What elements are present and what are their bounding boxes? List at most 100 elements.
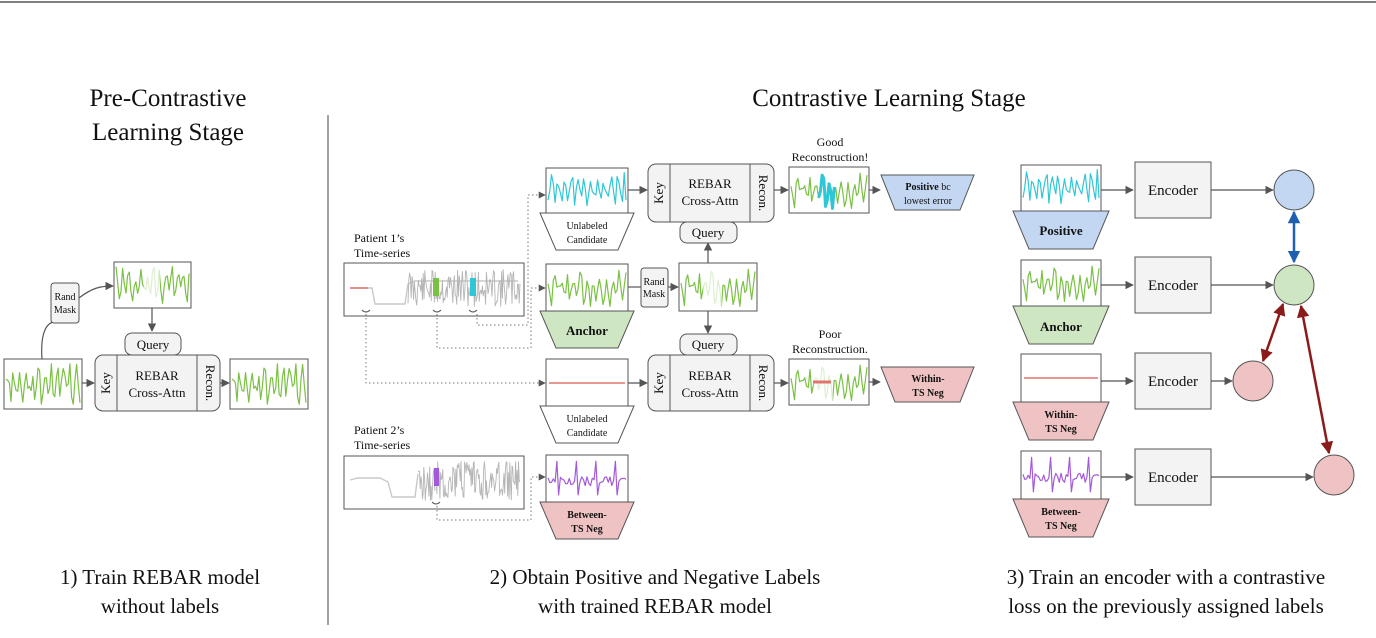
rebar-name-line2: Cross-Attn	[128, 385, 186, 400]
step3-caption-line1: 3) Train an encoder with a contrastive	[1007, 565, 1325, 589]
patient2-purple-window	[434, 468, 439, 486]
rebar-bottom-recon: Recon.	[756, 365, 771, 401]
s3-within-label-shape	[1012, 401, 1110, 441]
candidate2-label-line1: Unlabeled	[566, 414, 607, 425]
patient2-label-line1: Patient 2’s	[354, 423, 405, 437]
candidate1-wave	[547, 172, 627, 207]
patient1-cyan-window	[470, 278, 476, 296]
patient1-green-window	[433, 278, 439, 296]
encoder-label-3: Encoder	[1148, 374, 1198, 390]
encoder-box-1	[1134, 161, 1212, 219]
anchor-panel	[545, 263, 629, 312]
rebar-block	[94, 354, 221, 412]
input-signal-wave	[5, 363, 81, 405]
rebar-bottom-name-line1: REBAR	[688, 368, 732, 383]
s3-positive-wave	[1022, 169, 1100, 205]
dotted-to-between	[436, 473, 546, 521]
patient1-activity-wave	[407, 269, 521, 307]
rand-mask2-line1: Rand	[643, 277, 664, 288]
candidate1-label-line2: Candidate	[567, 235, 608, 246]
anchor-label-shape	[539, 310, 635, 349]
s3-between-wave	[1022, 456, 1100, 493]
within-neg-line1: Within-	[911, 374, 944, 385]
rebar-top-name-line1: REBAR	[688, 176, 732, 191]
rebar-bottom-key: Key	[651, 372, 666, 394]
rand-mask-line1: Rand	[54, 292, 75, 303]
encoder-label-1: Encoder	[1148, 183, 1198, 199]
encoder-label-4: Encoder	[1148, 470, 1198, 486]
poor-recon-line1: Poor	[819, 327, 842, 341]
patient2-baseline	[349, 473, 419, 498]
mask-overlay	[703, 266, 722, 308]
good-recon-overlay	[817, 173, 837, 210]
positive-embedding	[1273, 169, 1315, 211]
candidate2-label-shape	[539, 405, 635, 444]
s3-within-line1: Within-	[1044, 410, 1077, 421]
rebar-top-query: Query	[692, 225, 725, 240]
contrastive-stage-title: Contrastive Learning Stage	[752, 85, 1026, 112]
s3-anchor-label-shape	[1012, 305, 1110, 345]
s3-between-line2: TS Neg	[1045, 521, 1076, 532]
positive-bc-shape	[880, 174, 975, 211]
rebar-top-recon: Recon.	[756, 175, 771, 211]
patient1-brackets	[361, 309, 478, 313]
s3-positive-label: Positive	[1039, 223, 1083, 238]
s3-within-line2: TS Neg	[1045, 424, 1076, 435]
step3-caption-line2: loss on the previously assigned labels	[1008, 594, 1324, 618]
good-recon-line1: Good	[817, 135, 844, 149]
candidate2-label-line2: Candidate	[567, 428, 608, 439]
patient2-bracket	[431, 501, 441, 505]
output-signal-wave	[231, 363, 307, 405]
push-between-arrow	[1296, 304, 1334, 455]
step1-caption-line2: without labels	[101, 594, 219, 618]
between-label-line2: TS Neg	[571, 524, 602, 535]
pre-stage-title-line1: Pre-Contrastive	[90, 85, 247, 112]
recon-label: Recon.	[203, 365, 218, 401]
within-neg-line2: TS Neg	[912, 388, 943, 399]
query-label: Query	[137, 337, 170, 352]
between-wave	[547, 460, 627, 496]
stage2-labeling: Patient 1’s Time-series Patient 2’s Time…	[343, 135, 975, 540]
dotted-to-anchor	[436, 284, 546, 349]
step1-caption-line1: 1) Train REBAR model	[60, 565, 260, 589]
between-label-shape	[539, 501, 635, 540]
rebar-bottom-query: Query	[692, 337, 725, 352]
rebar-top-query-tab	[679, 221, 738, 244]
key-label: Key	[98, 372, 113, 394]
poor-recon-line2: Reconstruction.	[792, 342, 868, 356]
anchor-embedding	[1273, 264, 1315, 306]
stage3-contrastive: Positive Encoder Anchor Encoder Within- …	[1012, 161, 1355, 538]
patient1-label-line1: Patient 1’s	[354, 231, 405, 245]
stage1-pretrain: Rand Mask Query Key Recon. REBAR Cross-A…	[3, 261, 309, 412]
between-label-line1: Between-	[567, 510, 606, 521]
step2-caption-line2: with trained REBAR model	[538, 594, 772, 618]
within-neg-shape	[880, 366, 975, 403]
encoder-label-2: Encoder	[1148, 278, 1198, 294]
rebar-top-key: Key	[651, 182, 666, 204]
step2-caption-line1: 2) Obtain Positive and Negative Labels	[490, 565, 821, 589]
anchor-wave	[547, 269, 627, 307]
positive-bc-text: Positive bc	[905, 182, 951, 193]
anchor-label: Anchor	[566, 323, 608, 338]
patient2-label-line2: Time-series	[354, 438, 411, 452]
s3-anchor-panel	[1020, 259, 1102, 307]
pre-stage-title-line2: Learning Stage	[92, 119, 244, 146]
rebar-bottom-block	[647, 354, 775, 412]
lowest-error-text: lowest error	[904, 196, 953, 207]
dotted-to-candidate2	[365, 314, 546, 387]
mask-overlay	[143, 265, 160, 305]
rebar-name-line1: REBAR	[135, 368, 179, 383]
rand-mask-box	[50, 282, 80, 324]
candidate1-label-shape	[539, 212, 635, 251]
rebar-bottom-name-line2: Cross-Attn	[681, 385, 739, 400]
patient1-label-line2: Time-series	[354, 246, 411, 260]
rebar-top-name-line2: Cross-Attn	[681, 193, 739, 208]
within-embedding	[1232, 360, 1274, 402]
between-embedding	[1313, 454, 1355, 496]
encoder-box-3	[1134, 352, 1212, 410]
s3-between-label-shape	[1012, 498, 1110, 538]
to-rand-mask-line	[41, 321, 56, 360]
rand-mask2-line2: Mask	[643, 289, 665, 300]
s3-between-line1: Between-	[1041, 507, 1080, 518]
